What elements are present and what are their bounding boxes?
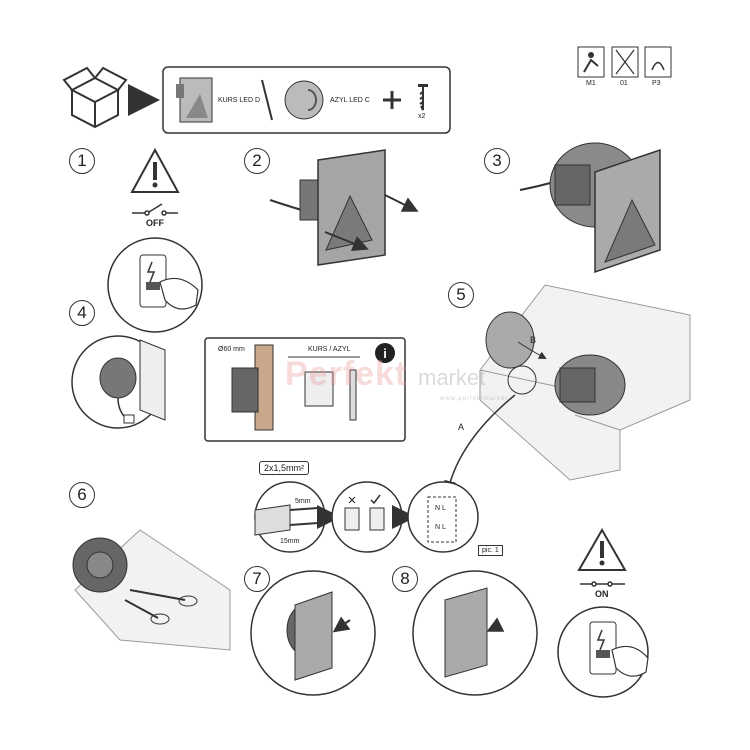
step-number-7: 7: [244, 566, 270, 592]
hand-icon: [611, 645, 649, 677]
badge-m1-label: M1: [586, 80, 596, 87]
product-kurs-label: KURS LED D: [218, 97, 261, 104]
watermark-main: Perfekt: [285, 355, 408, 393]
step8-panel: [444, 587, 488, 678]
step5-housing: [559, 367, 596, 403]
cross-icon: [348, 496, 356, 504]
terminal-final-circle: [407, 481, 479, 553]
slash-divider: [261, 79, 273, 121]
breaker-icon: [589, 621, 617, 675]
terminal-compare-circle: [331, 481, 403, 553]
strip-long-label: 15mm: [280, 538, 300, 545]
callout-b-label: B: [530, 335, 537, 345]
picture-ref-label: pic. 1: [478, 545, 503, 556]
terminal-top-label: N L: [435, 505, 446, 512]
terminal-bottom-label: N L: [435, 524, 446, 531]
switch-on-icon: [580, 581, 625, 587]
check-icon: [370, 494, 381, 505]
breaker-toggle-off: [146, 282, 160, 290]
step6-illustration: [72, 529, 231, 651]
step4-wall: [139, 339, 166, 421]
info-fixture: [304, 371, 334, 407]
step-number-1: 1: [69, 148, 95, 174]
warning-dot: [599, 560, 605, 566]
package-contents-frame: [162, 66, 451, 134]
step7-arrow-in: [332, 616, 351, 633]
warning-mark: [600, 541, 604, 558]
step-number-6: 6: [69, 482, 95, 508]
step-number-4: 4: [69, 300, 95, 326]
badge-p3-icon: [644, 46, 672, 78]
arrow-b: [517, 341, 547, 359]
cable-spec-label: 2x1,5mm²: [259, 461, 310, 475]
plus-icon: [383, 91, 401, 109]
step5-plate: [485, 311, 535, 369]
switch-off-icon: [132, 203, 178, 216]
step8-arrow-in: [486, 617, 505, 632]
watermark-suffix: market: [418, 365, 486, 390]
step4-connector: [123, 414, 135, 424]
kurs-led-d-icon: [176, 77, 213, 123]
info-models-label: KURS / AZYL: [308, 346, 351, 353]
warning-dot: [152, 182, 158, 188]
terminal-final-frame: [427, 496, 457, 543]
step-number-8: 8: [392, 566, 418, 592]
badge-m1-icon: [577, 46, 605, 78]
lightning-icon: [596, 629, 606, 651]
step-number-3: 3: [484, 148, 510, 174]
switch-off-label: OFF: [146, 218, 164, 228]
lightning-icon: [146, 261, 156, 283]
cable-conductors: [289, 507, 319, 526]
watermark-url: www.perfektmarket: [440, 396, 509, 402]
step7-panel: [294, 591, 333, 681]
info-diameter-label: Ø60 mm: [218, 346, 245, 353]
screw-icon: [418, 84, 428, 111]
arrow-a: [444, 394, 516, 493]
screw-count-label: x2: [418, 113, 426, 120]
step-number-2: 2: [244, 148, 270, 174]
info-icon: [375, 343, 395, 363]
switch-on-label: ON: [595, 589, 609, 599]
warning-mark: [153, 162, 157, 180]
badge-01-icon: [611, 46, 639, 78]
badge-01-label: 01: [620, 80, 628, 87]
badge-p3-label: P3: [652, 80, 661, 87]
hand-icon: [159, 277, 199, 310]
package-box-icon: [62, 66, 128, 129]
step5-zoom-circle: [507, 365, 537, 395]
terminal-right: [369, 507, 385, 531]
step4-hole: [99, 357, 137, 399]
step2-illustration: [269, 149, 419, 266]
breaker-toggle-on: [596, 650, 610, 658]
step3-illustration: [519, 142, 661, 274]
cable-sheath: [254, 504, 291, 536]
strip-short-label: 5mm: [295, 498, 311, 505]
info-housing: [231, 367, 259, 413]
info-icon-glyph: i: [383, 346, 387, 361]
info-plate: [349, 369, 357, 421]
azyl-led-c-icon: [284, 80, 324, 120]
callout-a-label: A: [458, 422, 465, 432]
step-number-5: 5: [448, 282, 474, 308]
product-azyl-label: AZYL LED C: [330, 97, 370, 104]
terminal-wrong: [344, 507, 360, 531]
